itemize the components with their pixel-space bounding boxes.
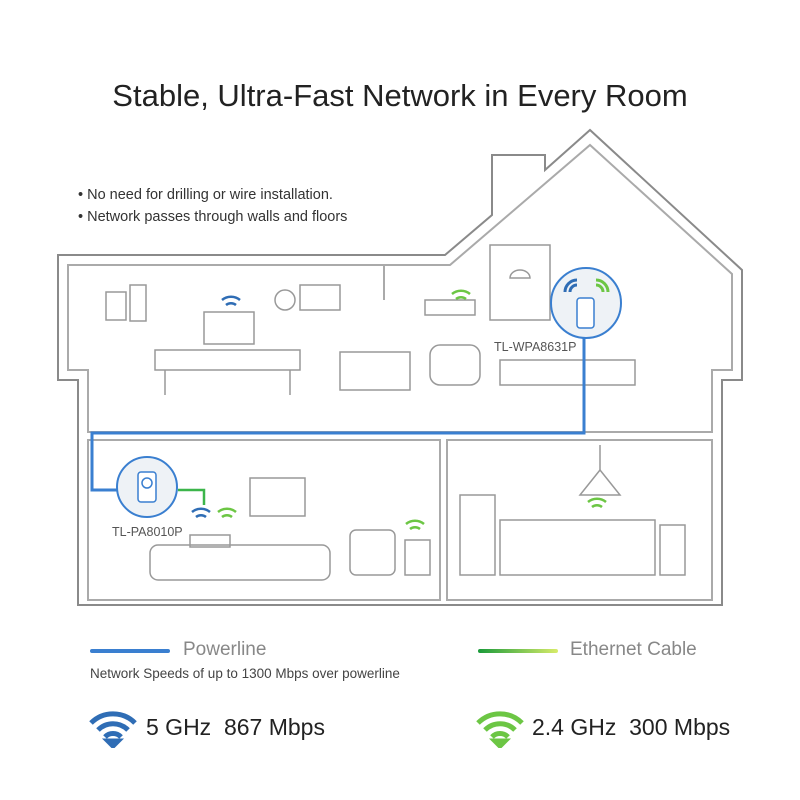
powerline-cable xyxy=(90,330,586,492)
device-label-downstairs: TL-PA8010P xyxy=(112,525,183,539)
bullet-text: No need for drilling or wire installatio… xyxy=(87,187,333,203)
bullet-text: Network passes through walls and floors xyxy=(87,209,348,225)
pa8010p-device-bubble xyxy=(116,456,178,518)
wpa8631p-device-bubble xyxy=(550,267,622,339)
ethernet-legend-line xyxy=(478,649,558,653)
device-label-upstairs: TL-WPA8631P xyxy=(494,340,577,354)
bullet-item: • No need for drilling or wire installat… xyxy=(78,187,333,203)
band-24ghz-label: 2.4 GHz 300 Mbps xyxy=(532,714,731,740)
ethernet-legend-label: Ethernet Cable xyxy=(570,639,697,660)
bullet-item: • Network passes through walls and floor… xyxy=(78,209,348,225)
house-outline xyxy=(57,128,743,606)
downstairs-furniture xyxy=(149,445,686,581)
speed-note: Network Speeds of up to 1300 Mbps over p… xyxy=(90,666,400,681)
page-title: Stable, Ultra-Fast Network in Every Room xyxy=(112,78,688,113)
band-5ghz-label: 5 GHz 867 Mbps xyxy=(146,714,325,740)
wifi-signal-icons xyxy=(191,289,607,531)
wifi-icon xyxy=(476,711,524,748)
bullet-list: • No need for drilling or wire installat… xyxy=(78,184,347,228)
ethernet-cable xyxy=(178,488,206,505)
powerline-legend-label: Powerline xyxy=(183,639,267,660)
powerline-legend-line xyxy=(90,649,170,653)
wifi-icon xyxy=(89,711,137,748)
upstairs-furniture xyxy=(105,244,636,395)
